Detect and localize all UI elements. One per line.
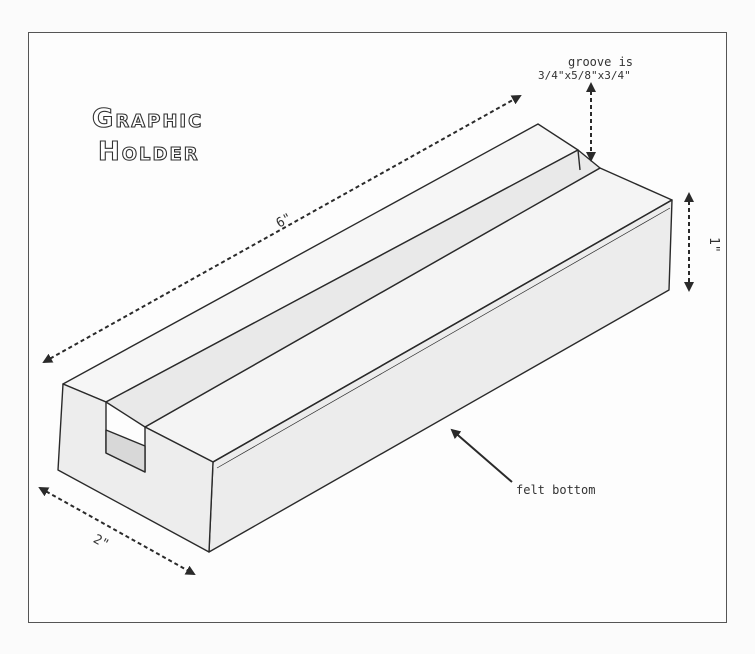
width-label: 2" xyxy=(90,532,111,553)
height-label: 1" xyxy=(706,237,721,253)
groove-note-line-2: 3/4"x5/8"x3/4" xyxy=(538,69,631,82)
groove-note-line-1: groove is xyxy=(568,55,633,69)
groove-slot-shadow xyxy=(105,429,146,473)
width-dimension-arrow xyxy=(38,487,196,575)
title-line-1: Graphic xyxy=(92,104,203,134)
felt-bottom-label: felt bottom xyxy=(516,483,595,497)
felt-bottom-pointer xyxy=(450,428,513,483)
length-label: 6" xyxy=(274,211,295,232)
title-line-2: Holder xyxy=(98,137,200,167)
groove-end-edge xyxy=(577,149,581,171)
